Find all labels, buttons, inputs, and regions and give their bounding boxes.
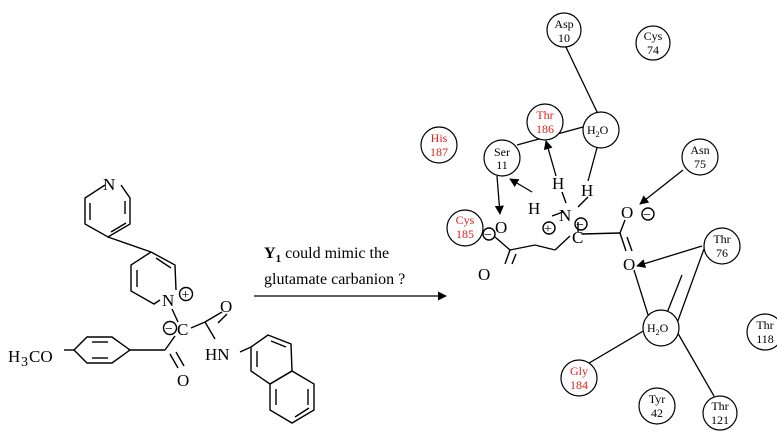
residue-cys185: Cys 185 — [446, 209, 484, 247]
residue-ser11: Ser 11 — [483, 139, 521, 177]
svg-text:Asn: Asn — [690, 143, 709, 157]
svg-text:H2O: H2O — [647, 321, 669, 337]
residue-thr76: Thr 76 — [703, 227, 741, 265]
ester-carbonyl-o: O — [478, 265, 490, 284]
svg-text:185: 185 — [456, 227, 474, 241]
minus-charge-circle — [162, 320, 178, 336]
amide-nh: HN — [205, 345, 230, 364]
carbanion-c: C — [177, 320, 188, 339]
pyridinium-n: N — [162, 291, 174, 310]
residue-thr118: Thr 118 — [746, 313, 777, 351]
methoxy-sub: 3 — [21, 355, 28, 370]
svg-text:10: 10 — [558, 31, 570, 45]
caption-line2: glutamate carbanion ? — [264, 271, 405, 288]
carboxylate-o-minus: − — [643, 208, 651, 223]
svg-text:Gly: Gly — [570, 364, 588, 378]
residue-thr121: Thr 121 — [702, 395, 738, 431]
amine-n: N — [559, 206, 571, 225]
svg-text:Ser: Ser — [494, 145, 510, 159]
h-left: H — [528, 199, 540, 218]
svg-text:Cys: Cys — [644, 29, 663, 43]
minus-charge: − — [165, 322, 173, 337]
carboxylate-o-top: O — [621, 203, 633, 222]
residue-his187: His 187 — [420, 126, 458, 164]
residue-cys74: Cys 74 — [635, 25, 671, 61]
svg-text:Y1 could mimic the: Y1 could mimic the — [264, 245, 389, 265]
svg-text:11: 11 — [496, 158, 508, 172]
pyridinium-ring: N + — [130, 251, 194, 310]
carbonyl-o-top: O — [220, 297, 232, 316]
pyridine-n: N — [103, 175, 115, 194]
carboxylate-o-bottom: O — [623, 255, 635, 274]
svg-text:42: 42 — [651, 406, 663, 420]
residue-asn75: Asn 75 — [681, 138, 719, 176]
residue-asp10: Asp 10 — [546, 12, 582, 48]
svg-text:121: 121 — [711, 413, 729, 427]
svg-text:187: 187 — [430, 145, 448, 159]
active-site-model: O O − N + H H H C − O − O H2O — [420, 12, 777, 431]
svg-text:H2O: H2O — [587, 123, 609, 139]
carbonyl-o-bottom: O — [177, 371, 189, 390]
residue-tyr42: Tyr 42 — [638, 387, 676, 425]
caption-subscript: 1 — [276, 253, 282, 265]
carbanion-c-right: C — [572, 228, 583, 247]
svg-text:Thr: Thr — [713, 232, 730, 246]
methoxy-h: H — [8, 347, 20, 366]
methoxyphenyl-ring: H 3 CO — [8, 336, 132, 370]
inhibitor-structure: N N + − C O HN O — [8, 175, 315, 424]
amine-plus: + — [544, 222, 552, 237]
caption-symbol: Y — [264, 245, 276, 262]
caption: Y1 could mimic the glutamate carbanion ? — [264, 245, 405, 288]
h-right: H — [581, 181, 593, 200]
plus-charge: + — [182, 288, 190, 303]
caption-line1: could mimic the — [281, 245, 389, 262]
svg-text:76: 76 — [716, 246, 728, 260]
ester-o-minus: − — [484, 228, 492, 243]
residue-thr186: Thr 186 — [526, 103, 564, 141]
plus-charge-circle — [178, 286, 194, 302]
svg-text:184: 184 — [570, 378, 588, 392]
svg-text:Thr: Thr — [756, 318, 773, 332]
svg-text:74: 74 — [647, 43, 659, 57]
naphthyl-ring — [239, 334, 315, 424]
svg-text:His: His — [431, 131, 448, 145]
methoxy-co: CO — [29, 347, 53, 366]
water-molecule-2: H2O — [642, 309, 680, 347]
water-molecule-1: H2O — [582, 111, 620, 149]
svg-text:75: 75 — [694, 157, 706, 171]
ester-o: O — [495, 218, 507, 237]
pyridine-ring: N — [84, 175, 131, 238]
h-top: H — [552, 174, 564, 193]
svg-text:Tyr: Tyr — [649, 392, 666, 406]
svg-text:118: 118 — [756, 332, 774, 346]
svg-text:Thr: Thr — [711, 399, 728, 413]
svg-text:Thr: Thr — [536, 108, 553, 122]
residue-gly184: Gly 184 — [560, 359, 598, 397]
carbanion-minus: − — [576, 218, 584, 233]
svg-text:186: 186 — [536, 122, 554, 136]
svg-text:Cys: Cys — [456, 213, 475, 227]
svg-text:Asp: Asp — [554, 17, 573, 31]
